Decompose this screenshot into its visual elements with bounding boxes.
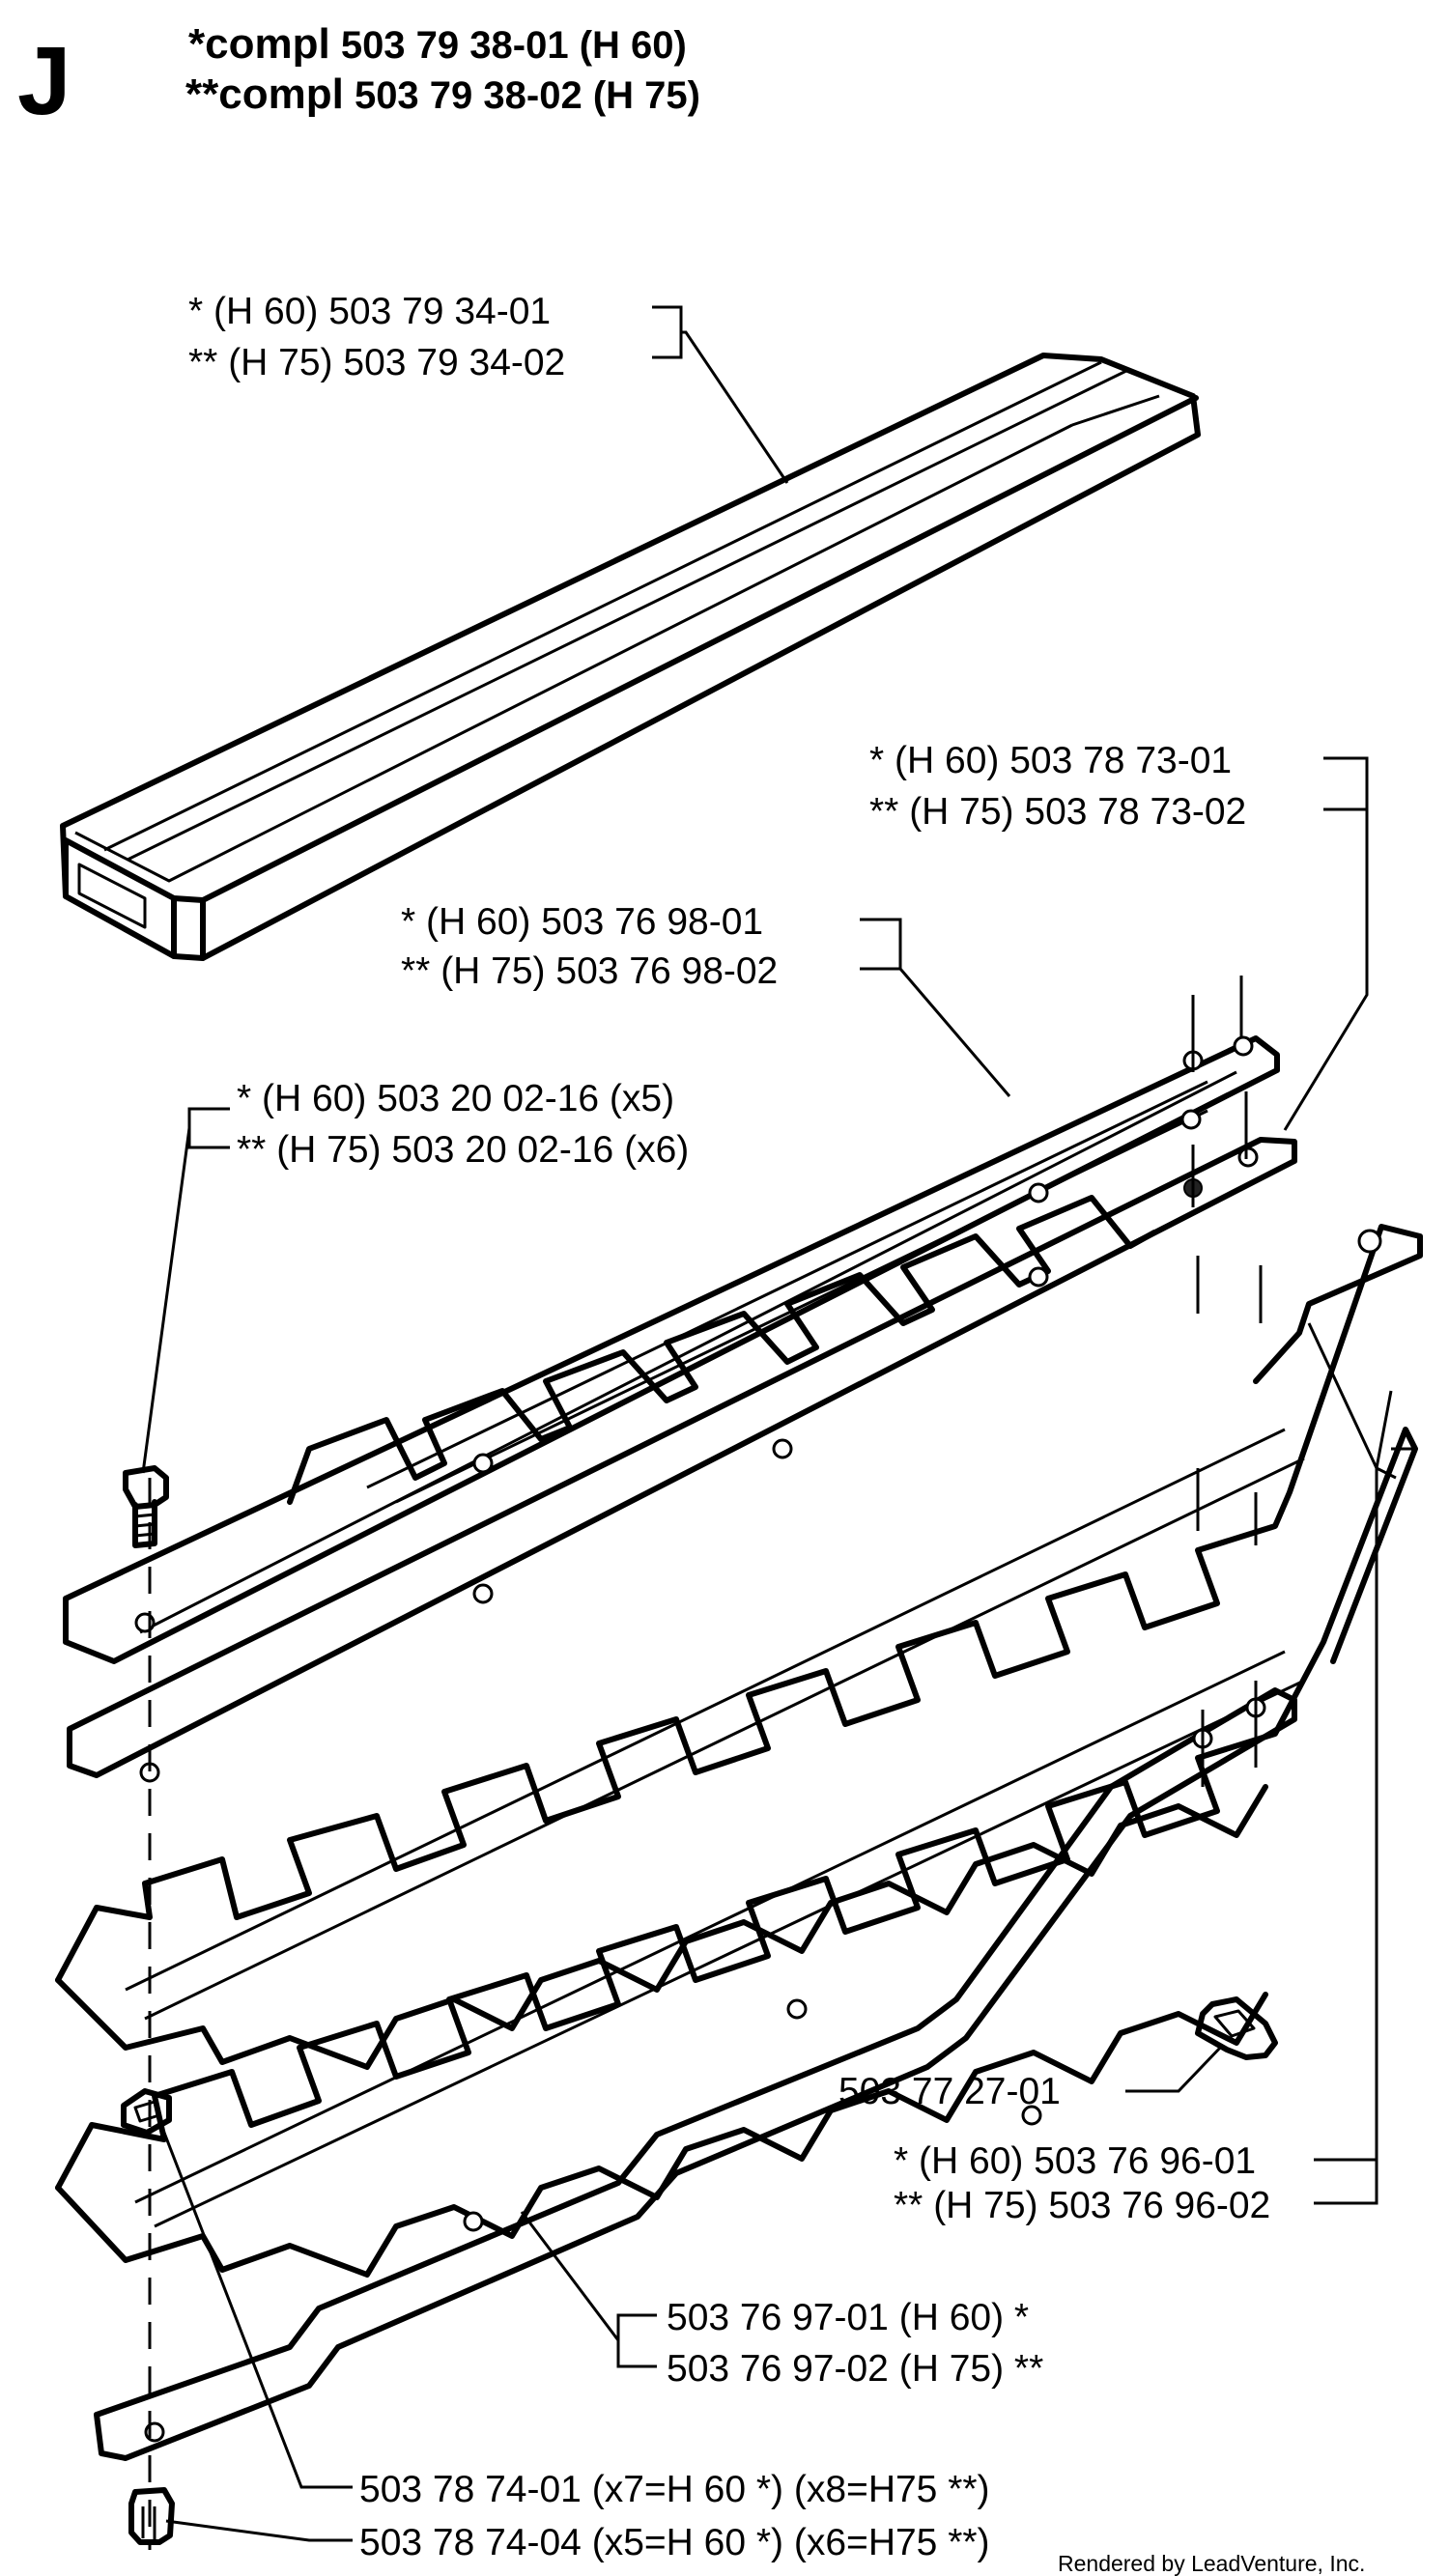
guide-bar-drawing	[60, 353, 1201, 961]
screw-drawing	[123, 1465, 169, 1548]
label-screw-h75: ** (H 75) 503 20 02-16 (x6)	[237, 1129, 689, 1171]
section-letter: J	[17, 27, 71, 135]
label-upper-blade-h60: * (H 60) 503 76 98-01	[401, 901, 763, 943]
assembly-header-2-number: 503 79 38-02 (H 75)	[344, 74, 700, 117]
label-clip: 503 77 27-01	[838, 2071, 1061, 2112]
part-labels: * (H 60) 503 79 34-01 ** (H 75) 503 79 3…	[188, 291, 1270, 2563]
spacer-plate-drawing	[67, 1137, 1297, 1778]
assembly-header-2: **compl 503 79 38-02 (H 75)	[185, 71, 700, 118]
label-nut: 503 78 74-04 (x5=H 60 *) (x6=H75 **)	[359, 2522, 990, 2563]
render-credit: Rendered by LeadVenture, Inc.	[1058, 2551, 1365, 2576]
label-guide-bar-h60: * (H 60) 503 79 34-01	[188, 291, 551, 332]
second-lower-blade-drawing	[55, 1427, 1418, 2278]
label-spacer: 503 78 74-01 (x7=H 60 *) (x8=H75 **)	[359, 2469, 990, 2510]
clip-drawing	[1195, 1996, 1278, 2060]
lower-blade-drawing	[55, 1224, 1423, 2070]
nut-drawing	[128, 2487, 175, 2545]
label-spacer-plate-h60: * (H 60) 503 78 73-01	[869, 740, 1232, 781]
base-plate-drawing	[94, 1687, 1297, 2461]
upper-teeth-drawing	[287, 1080, 1208, 1505]
holes	[134, 1035, 1382, 2443]
upper-blade-drawing	[63, 1035, 1280, 1664]
assembly-header-1-number: 503 79 38-01 (H 60)	[330, 24, 687, 67]
label-spacer-plate-h75: ** (H 75) 503 78 73-02	[869, 791, 1246, 833]
label-screw-h60: * (H 60) 503 20 02-16 (x5)	[237, 1078, 674, 1119]
assembly-axes	[148, 976, 1263, 2550]
label-base-plate-h75: 503 76 97-02 (H 75) **	[667, 2348, 1043, 2390]
label-upper-blade-h75: ** (H 75) 503 76 98-02	[401, 950, 778, 992]
label-lower-blade-h60: * (H 60) 503 76 96-01	[894, 2140, 1256, 2182]
assembly-header-1: *compl 503 79 38-01 (H 60)	[188, 20, 687, 68]
label-guide-bar-h75: ** (H 75) 503 79 34-02	[188, 342, 565, 383]
assembly-header-2-prefix: **compl	[185, 71, 344, 118]
label-base-plate-h60: 503 76 97-01 (H 60) *	[667, 2297, 1029, 2338]
spacer-drawing	[121, 2088, 172, 2136]
assembly-header-1-prefix: *compl	[188, 20, 330, 68]
leader-lines	[141, 305, 1415, 2542]
label-lower-blade-h75: ** (H 75) 503 76 96-02	[894, 2185, 1270, 2226]
